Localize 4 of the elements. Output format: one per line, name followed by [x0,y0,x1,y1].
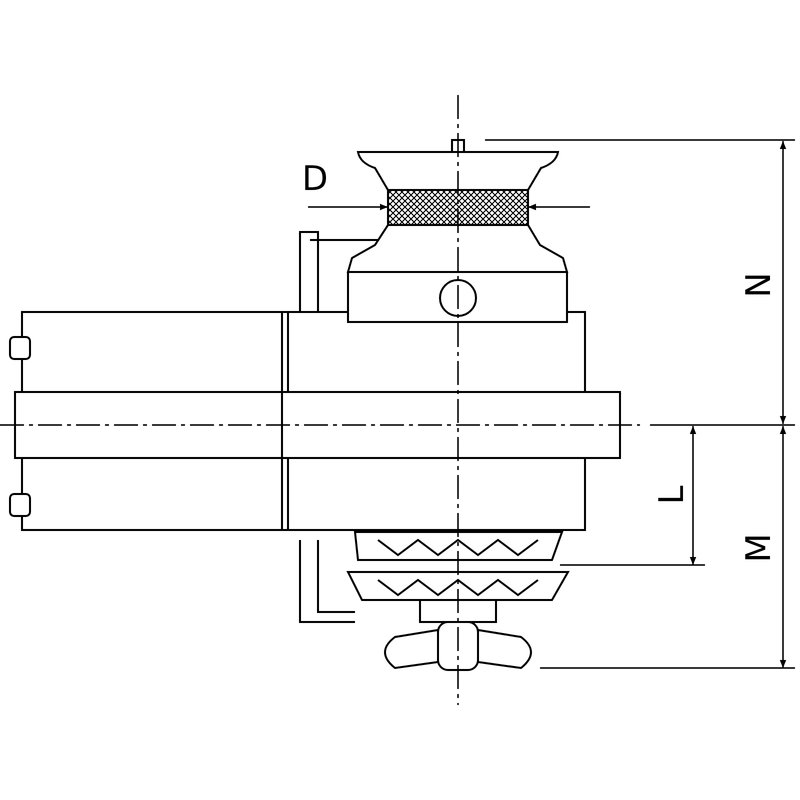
dimension-label: N [739,272,779,298]
dimension-label: D [302,159,328,199]
dimension-label: M [739,533,779,563]
dimension-label: L [652,486,692,504]
